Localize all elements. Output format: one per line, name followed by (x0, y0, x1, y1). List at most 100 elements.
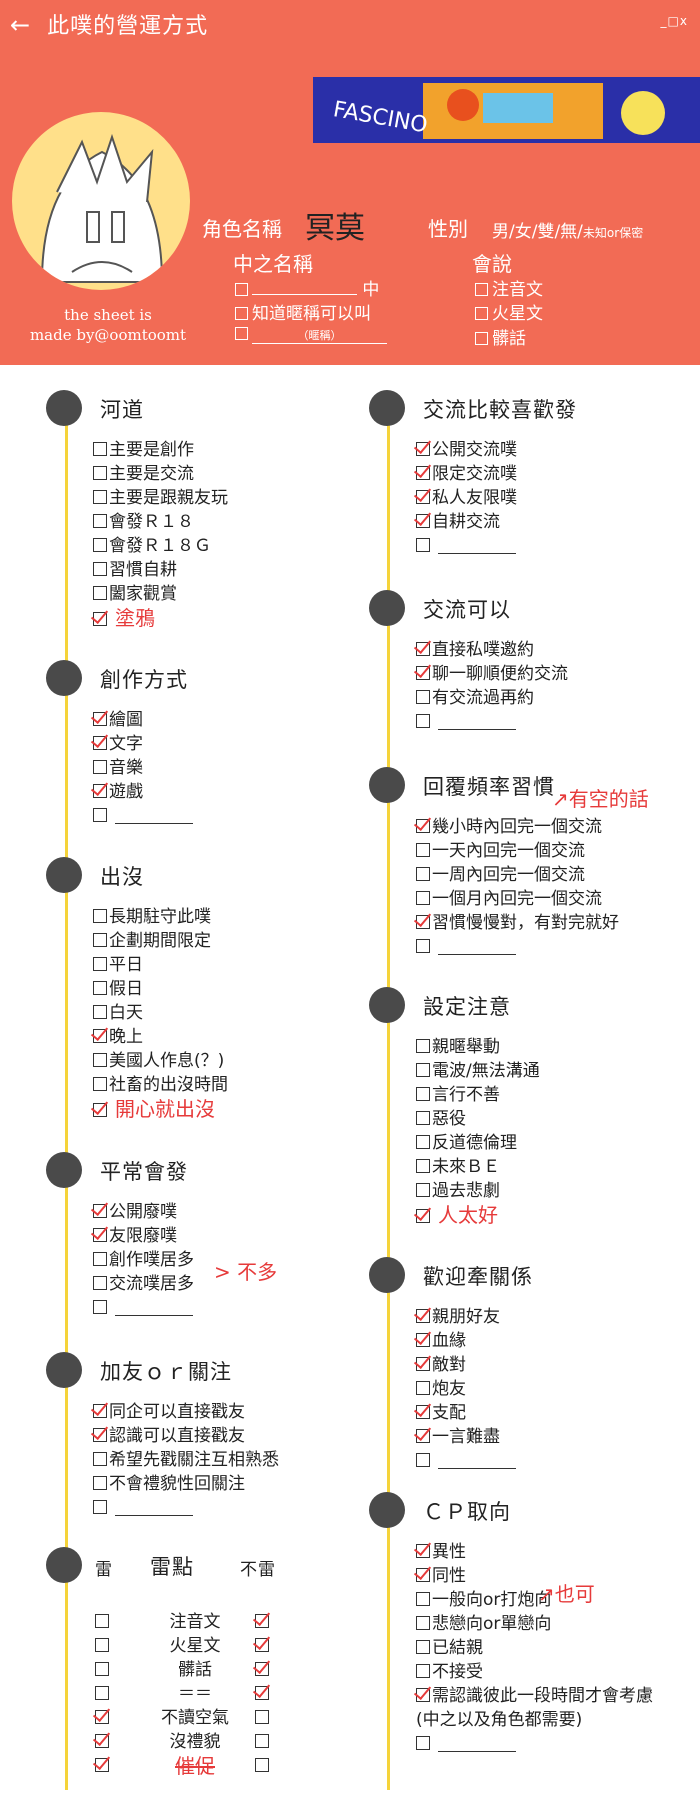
checkbox-icon[interactable] (416, 1135, 430, 1149)
checkbox-icon[interactable] (416, 939, 430, 953)
checkbox-icon[interactable] (416, 1544, 430, 1558)
checkbox-icon[interactable] (235, 327, 248, 340)
checkbox-icon[interactable] (93, 1404, 107, 1418)
lei-checkbox[interactable] (95, 1730, 111, 1754)
lei-checkbox[interactable] (95, 1658, 111, 1682)
checkbox-icon[interactable] (93, 981, 107, 995)
checklist-item[interactable]: 一個月內回完一個交流 (416, 887, 619, 911)
checkbox-icon[interactable] (93, 760, 107, 774)
checklist-item[interactable]: 主要是創作 (93, 438, 228, 462)
checkbox-icon[interactable] (95, 1614, 109, 1628)
checklist-item[interactable]: 公開交流噗 (416, 438, 517, 462)
checkbox-icon[interactable] (93, 1276, 107, 1290)
checkbox-icon[interactable] (416, 466, 430, 480)
back-arrow-icon[interactable]: ← (10, 11, 32, 39)
checkbox-icon[interactable] (475, 283, 488, 296)
checkbox-icon[interactable] (416, 891, 430, 905)
checklist-item[interactable]: 血緣 (416, 1329, 516, 1353)
checklist-item[interactable]: 一周內回完一個交流 (416, 863, 619, 887)
checklist-item[interactable]: 炮友 (416, 1377, 516, 1401)
checkbox-icon[interactable] (93, 1428, 107, 1442)
checkbox-icon[interactable] (255, 1638, 269, 1652)
checklist-item[interactable]: 習慣慢慢對，有對完就好 (416, 911, 619, 935)
checklist-item[interactable]: 企劃期間限定 (93, 929, 228, 953)
checkbox-icon[interactable] (93, 1500, 107, 1514)
window-controls[interactable]: _□x (660, 14, 688, 28)
checklist-item[interactable]: 惡役 (416, 1107, 540, 1131)
checklist-item[interactable]: 反道德倫理 (416, 1131, 540, 1155)
lei-checkbox[interactable] (95, 1754, 111, 1778)
checklist-item[interactable]: 親暱舉動 (416, 1035, 540, 1059)
checkbox-icon[interactable] (93, 1204, 107, 1218)
checkbox-icon[interactable] (416, 1039, 430, 1053)
checklist-item[interactable]: 希望先戳關注互相熟悉 (93, 1448, 279, 1472)
lei-checkbox[interactable] (95, 1706, 111, 1730)
checklist-item[interactable]: 同企可以直接戳友 (93, 1400, 279, 1424)
checkbox-icon[interactable] (475, 307, 488, 320)
checklist-item[interactable] (93, 1496, 279, 1520)
gender-options[interactable]: 男/女/雙/無/未知or保密 (492, 222, 644, 242)
checkbox-icon[interactable] (416, 1381, 430, 1395)
checkbox-icon[interactable] (255, 1710, 269, 1724)
checklist-item[interactable] (93, 1296, 194, 1320)
checkbox-icon[interactable] (416, 1159, 430, 1173)
checkbox-icon[interactable] (93, 562, 107, 576)
checkbox-icon[interactable] (416, 1087, 430, 1101)
checklist-item[interactable]: 有交流過再約 (416, 686, 568, 710)
checkbox-icon[interactable] (93, 1476, 107, 1490)
lei-checkbox[interactable] (255, 1706, 271, 1730)
lei-checkbox[interactable] (95, 1610, 111, 1634)
checkbox-icon[interactable] (416, 1568, 430, 1582)
checkbox-icon[interactable] (93, 1053, 107, 1067)
checkbox-icon[interactable] (93, 957, 107, 971)
checkbox-icon[interactable] (93, 490, 107, 504)
checkbox-icon[interactable] (416, 1640, 430, 1654)
checklist-item[interactable]: 會發Ｒ１８Ｇ (93, 534, 228, 558)
checklist-item[interactable]: 過去悲劇 (416, 1179, 540, 1203)
checkbox-icon[interactable] (255, 1686, 269, 1700)
checklist-item[interactable]: (中之以及角色都需要) (416, 1708, 653, 1732)
checkbox-icon[interactable] (416, 1309, 430, 1323)
checklist-item[interactable]: 限定交流噗 (416, 462, 517, 486)
checkbox-icon[interactable] (93, 933, 107, 947)
checklist-item[interactable] (416, 935, 619, 959)
lei-checkbox[interactable] (255, 1682, 271, 1706)
checkbox-icon[interactable] (255, 1662, 269, 1676)
checklist-item[interactable]: 不會禮貌性回關注 (93, 1472, 279, 1496)
checkbox-icon[interactable] (93, 1228, 107, 1242)
lei-checkbox[interactable] (255, 1634, 271, 1658)
checkbox-icon[interactable] (93, 1103, 107, 1117)
checkbox-icon[interactable] (416, 1209, 430, 1223)
checklist-item[interactable]: 白天 (93, 1001, 228, 1025)
checkbox-icon[interactable] (95, 1734, 109, 1748)
checkbox-icon[interactable] (416, 1736, 430, 1750)
lei-checkbox[interactable] (255, 1658, 271, 1682)
checkbox-icon[interactable] (93, 808, 107, 822)
checkbox-icon[interactable] (93, 1077, 107, 1091)
checkbox-icon[interactable] (416, 442, 430, 456)
checklist-item[interactable]: 認識可以直接戳友 (93, 1424, 279, 1448)
checkbox-icon[interactable] (416, 1688, 430, 1702)
checkbox-icon[interactable] (93, 736, 107, 750)
checklist-item[interactable]: 已結親 (416, 1636, 653, 1660)
checkbox-icon[interactable] (93, 612, 107, 626)
checklist-item[interactable]: 主要是交流 (93, 462, 228, 486)
checklist-item[interactable]: 不接受 (416, 1660, 653, 1684)
checkbox-icon[interactable] (416, 1664, 430, 1678)
checkbox-icon[interactable] (416, 843, 430, 857)
checklist-item[interactable]: 悲戀向or單戀向 (416, 1612, 653, 1636)
checkbox-icon[interactable] (93, 1005, 107, 1019)
checkbox-icon[interactable] (416, 642, 430, 656)
checklist-item[interactable]: 一般向or打炮向 (416, 1588, 653, 1612)
lei-checkbox[interactable] (95, 1634, 111, 1658)
checklist-item[interactable] (416, 1732, 653, 1756)
checklist-item[interactable]: 直接私噗邀約 (416, 638, 568, 662)
checklist-item[interactable]: 交流噗居多 (93, 1272, 194, 1296)
checklist-item[interactable]: 同性 (416, 1564, 653, 1588)
checkbox-icon[interactable] (255, 1734, 269, 1748)
checkbox-icon[interactable] (95, 1638, 109, 1652)
checkbox-icon[interactable] (416, 1183, 430, 1197)
checklist-item[interactable]: 一言難盡 (416, 1425, 516, 1449)
checkbox-icon[interactable] (93, 1252, 107, 1266)
checkbox-icon[interactable] (93, 909, 107, 923)
